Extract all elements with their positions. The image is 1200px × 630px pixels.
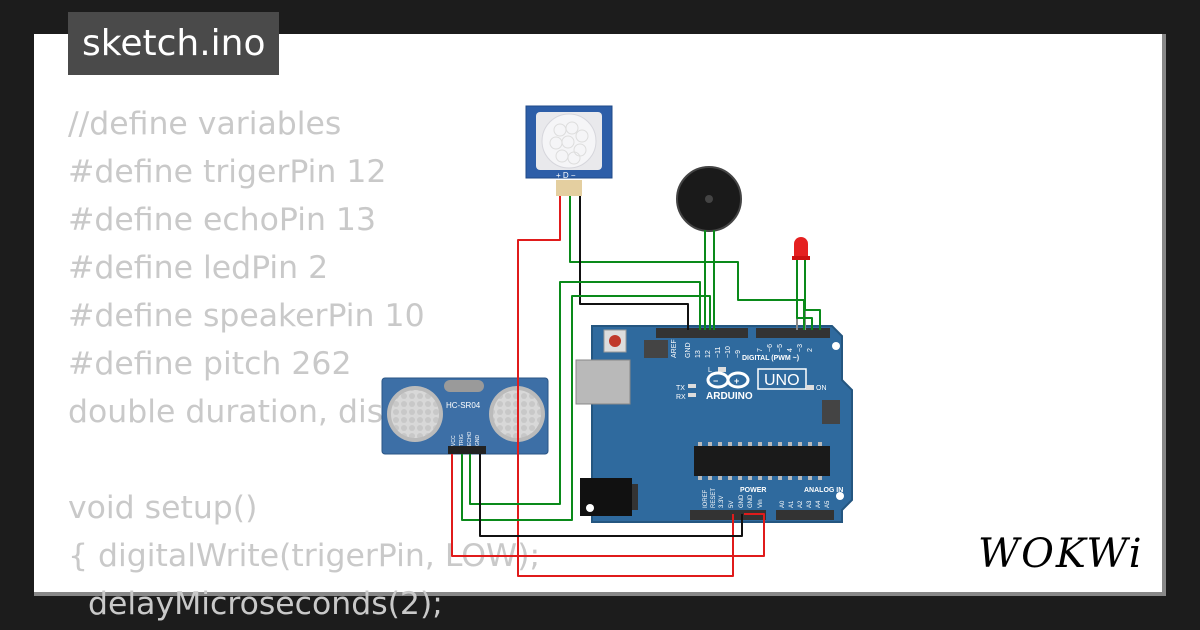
power-header xyxy=(690,510,766,520)
svg-text:~5: ~5 xyxy=(777,344,784,352)
analog-label: ANALOG IN xyxy=(804,487,843,494)
svg-text:A1: A1 xyxy=(789,500,795,508)
code-line: void setup() xyxy=(68,490,258,526)
wire-red-pir-vcc xyxy=(517,196,734,577)
svg-text:A5: A5 xyxy=(825,500,831,508)
digital-header-left xyxy=(656,328,748,338)
svg-text:2: 2 xyxy=(807,348,814,352)
svg-text:+: + xyxy=(734,376,739,386)
code-line: #define pitch 262 xyxy=(68,346,352,382)
wokwi-logo[interactable]: WOKWi xyxy=(978,531,1144,577)
red-led[interactable] xyxy=(792,237,810,330)
svg-text:~6: ~6 xyxy=(767,344,774,352)
svg-text:13: 13 xyxy=(695,350,702,358)
arduino-uno-board[interactable]: AREF GND 13 12 ~11 ~10 ~9 7 ~6 ~5 4 ~3 2… xyxy=(575,325,853,523)
reset-button[interactable] xyxy=(609,335,621,347)
arduino-logo-icon xyxy=(706,371,750,389)
svg-text:~10: ~10 xyxy=(725,346,732,358)
l-label: L xyxy=(708,367,712,374)
svg-text:RESET: RESET xyxy=(711,488,717,508)
svg-text:~9: ~9 xyxy=(735,350,742,358)
digital-label: DIGITAL (PWM ~) xyxy=(742,355,799,362)
power-label: POWER xyxy=(740,487,766,494)
wire-red-hc-vcc xyxy=(451,454,765,557)
uno-label: UNO xyxy=(764,372,800,389)
wire-green-led-gnd xyxy=(804,260,821,330)
svg-text:~11: ~11 xyxy=(715,347,722,358)
on-label: ON xyxy=(816,385,827,392)
svg-text:GND: GND xyxy=(475,435,481,447)
svg-text:4: 4 xyxy=(787,348,794,352)
wire-green-led xyxy=(796,260,813,330)
svg-text:AREF: AREF xyxy=(671,339,678,358)
wire-green-echo xyxy=(469,281,701,505)
svg-text:A4: A4 xyxy=(816,500,822,508)
svg-text:IOREF: IOREF xyxy=(703,489,709,508)
svg-text:GND: GND xyxy=(685,342,692,358)
svg-text:VCC: VCC xyxy=(451,435,457,446)
pir-sensor[interactable]: + D − xyxy=(525,105,613,196)
svg-text:5V: 5V xyxy=(729,501,735,508)
svg-text:~3: ~3 xyxy=(797,344,804,352)
code-line: #define speakerPin 10 xyxy=(68,298,425,334)
tx-label: TX xyxy=(676,385,685,392)
analog-header xyxy=(776,510,834,520)
hc-sr04-label: HC-SR04 xyxy=(446,401,481,410)
wire-black-hc-gnd xyxy=(479,454,743,537)
svg-text:GND: GND xyxy=(748,494,754,508)
code-line: double duration, dist xyxy=(68,394,396,430)
svg-text:TRIG: TRIG xyxy=(459,434,465,446)
code-line: //define variables xyxy=(68,106,342,142)
svg-text:7: 7 xyxy=(757,348,764,352)
svg-text:−: − xyxy=(713,376,718,386)
file-tab[interactable]: sketch.ino xyxy=(68,12,280,75)
svg-text:A0: A0 xyxy=(780,500,786,508)
svg-text:GND: GND xyxy=(739,494,745,508)
code-line: #define echoPin 13 xyxy=(68,202,377,238)
svg-text:Vin: Vin xyxy=(758,499,764,508)
svg-text:12: 12 xyxy=(705,350,712,358)
code-line: #define trigerPin 12 xyxy=(68,154,387,190)
code-line: delayMicroseconds(2); xyxy=(68,586,443,622)
wire-black-pir-gnd xyxy=(579,196,689,330)
arduino-brand: ARDUINO xyxy=(706,391,753,402)
digital-header-right xyxy=(756,328,830,338)
svg-text:A3: A3 xyxy=(807,500,813,508)
buzzer-hole-icon xyxy=(705,195,713,203)
pir-pin-labels: + D − xyxy=(556,171,576,180)
usb-port xyxy=(575,359,631,405)
rx-label: RX xyxy=(676,394,686,401)
wire-green-trig xyxy=(461,295,711,521)
code-line: #define ledPin 2 xyxy=(68,250,329,286)
wires xyxy=(451,196,821,577)
svg-text:A2: A2 xyxy=(798,500,804,508)
svg-text:ECHO: ECHO xyxy=(467,431,473,446)
hc-sr04-sensor[interactable]: HC-SR04 VCC TRIG ECHO GND xyxy=(381,377,549,455)
atmega-chip xyxy=(694,446,830,476)
svg-text:3.3V: 3.3V xyxy=(719,496,725,508)
